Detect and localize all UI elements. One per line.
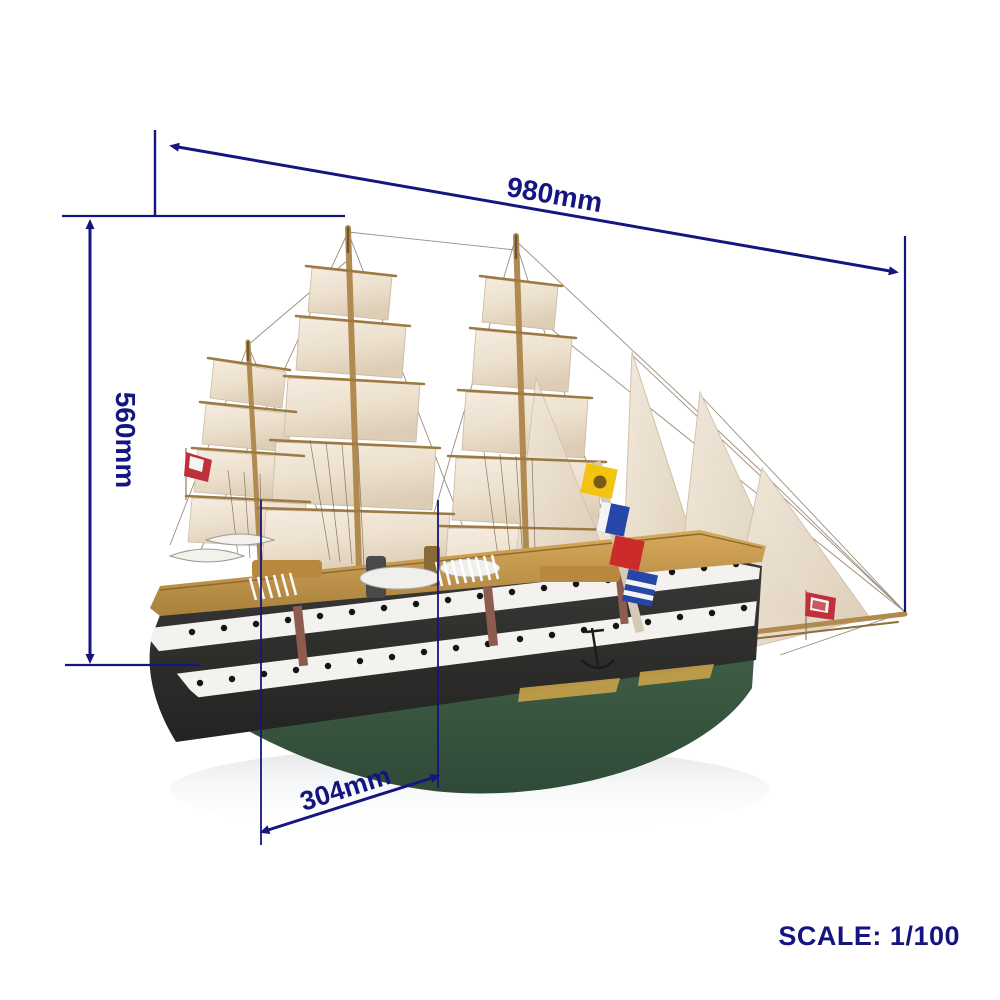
- flag-bow-ensign: [184, 448, 212, 500]
- signal-flag-red: [609, 535, 645, 571]
- masts: [184, 225, 908, 653]
- chainplates: [292, 571, 629, 667]
- deck-structures: [168, 533, 620, 601]
- flag-group: [184, 448, 836, 640]
- anchor-icon: [581, 627, 615, 670]
- flag-stern-ensign: [805, 590, 836, 640]
- signal-flag-hoist: [580, 460, 658, 634]
